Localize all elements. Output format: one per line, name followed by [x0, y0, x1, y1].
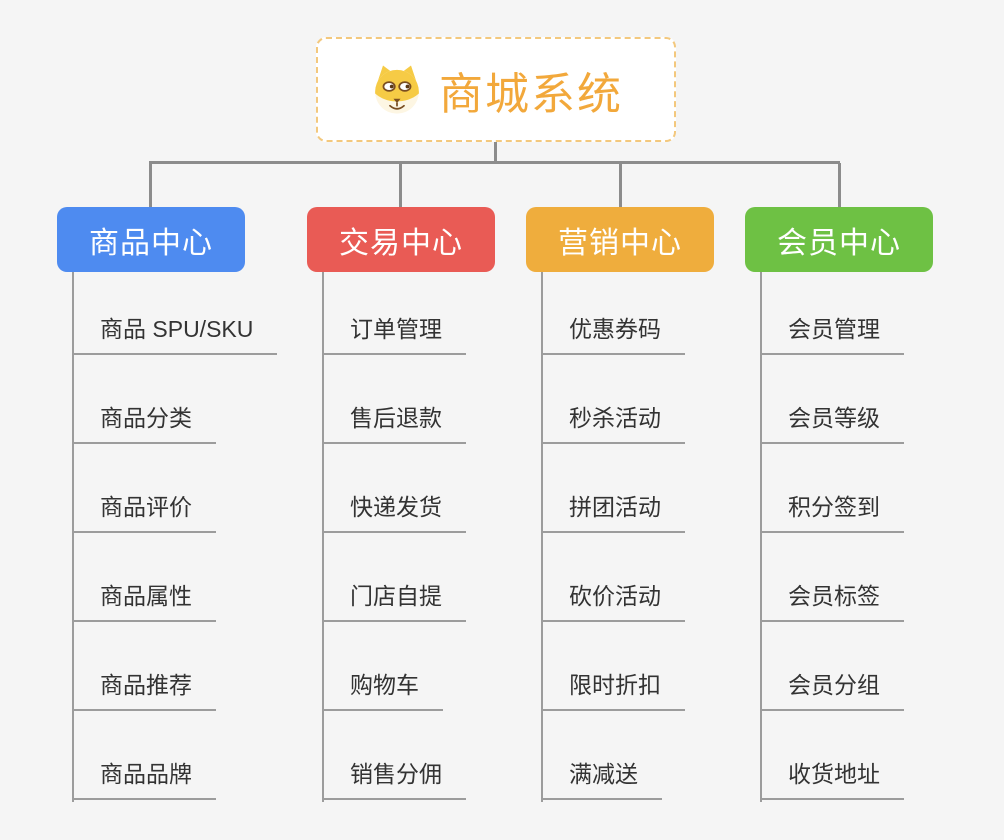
subtopic-label: 订单管理: [324, 310, 466, 355]
subtopic[interactable]: 商品品牌: [74, 716, 216, 800]
branch-trade-children: 订单管理 售后退款 快递发货 门店自提 购物车 销售分佣: [322, 271, 574, 802]
subtopic[interactable]: 商品属性: [74, 538, 216, 622]
subtopic[interactable]: 优惠券码: [543, 271, 685, 355]
subtopic-label: 优惠券码: [543, 310, 685, 355]
subtopic[interactable]: 拼团活动: [543, 449, 685, 533]
subtopic[interactable]: 满减送: [543, 716, 662, 800]
subtopic-label: 快递发货: [324, 488, 466, 533]
subtopic-label: 商品评价: [74, 488, 216, 533]
subtopic[interactable]: 快递发货: [324, 449, 466, 533]
subtopic-label: 限时折扣: [543, 666, 685, 711]
branch-member-children: 会员管理 会员等级 积分签到 会员标签 会员分组 收货地址: [760, 271, 1004, 802]
branch-trade-center[interactable]: 交易中心: [307, 207, 495, 272]
subtopic-label: 商品分类: [74, 399, 216, 444]
subtopic[interactable]: 会员分组: [762, 627, 904, 711]
subtopic-label: 售后退款: [324, 399, 466, 444]
subtopic[interactable]: 砍价活动: [543, 538, 685, 622]
branch-product-center[interactable]: 商品中心: [57, 207, 245, 272]
subtopic-label: 商品品牌: [74, 755, 216, 800]
root-topic[interactable]: 商城系统: [316, 37, 676, 142]
subtopic[interactable]: 收货地址: [762, 716, 904, 800]
subtopic[interactable]: 限时折扣: [543, 627, 685, 711]
subtopic[interactable]: 售后退款: [324, 360, 466, 444]
subtopic-label: 会员管理: [762, 310, 904, 355]
subtopic-label: 会员等级: [762, 399, 904, 444]
subtopic[interactable]: 门店自提: [324, 538, 466, 622]
subtopic-label: 购物车: [324, 666, 443, 711]
subtopic-label: 门店自提: [324, 577, 466, 622]
subtopic-label: 销售分佣: [324, 755, 466, 800]
connector-drop-3: [619, 163, 622, 208]
subtopic[interactable]: 秒杀活动: [543, 360, 685, 444]
subtopic[interactable]: 积分签到: [762, 449, 904, 533]
subtopic[interactable]: 会员等级: [762, 360, 904, 444]
branch-member-center[interactable]: 会员中心: [745, 207, 933, 272]
subtopic-label: 满减送: [543, 755, 662, 800]
subtopic-label: 商品属性: [74, 577, 216, 622]
subtopic[interactable]: 订单管理: [324, 271, 466, 355]
subtopic[interactable]: 会员管理: [762, 271, 904, 355]
root-topic-title: 商城系统: [439, 69, 623, 119]
branch-product-children: 商品 SPU/SKU 商品分类 商品评价 商品属性 商品推荐 商品品牌: [72, 271, 324, 802]
subtopic[interactable]: 商品评价: [74, 449, 216, 533]
subtopic-label: 积分签到: [762, 488, 904, 533]
subtopic[interactable]: 销售分佣: [324, 716, 466, 800]
connector-drop-4: [838, 163, 841, 208]
subtopic[interactable]: 商品推荐: [74, 627, 216, 711]
subtopic-label: 会员标签: [762, 577, 904, 622]
connector-bus: [149, 161, 840, 164]
subtopic-label: 砍价活动: [543, 577, 685, 622]
connector-root-stem: [494, 140, 497, 163]
subtopic-label: 会员分组: [762, 666, 904, 711]
subtopic[interactable]: 商品 SPU/SKU: [74, 271, 278, 355]
subtopic[interactable]: 商品分类: [74, 360, 216, 444]
subtopic-label: 商品 SPU/SKU: [74, 310, 278, 355]
branch-marketing-children: 优惠券码 秒杀活动 拼团活动 砍价活动 限时折扣 满减送: [541, 271, 793, 802]
subtopic-label: 商品推荐: [74, 666, 216, 711]
subtopic[interactable]: 购物车: [324, 627, 443, 711]
connector-drop-2: [399, 163, 402, 208]
subtopic-label: 收货地址: [762, 755, 904, 800]
connector-drop-1: [149, 163, 152, 208]
subtopic-label: 秒杀活动: [543, 399, 685, 444]
subtopic[interactable]: 会员标签: [762, 538, 904, 622]
branch-marketing-center[interactable]: 营销中心: [526, 207, 714, 272]
dog-face-icon: [369, 62, 425, 118]
subtopic-label: 拼团活动: [543, 488, 685, 533]
